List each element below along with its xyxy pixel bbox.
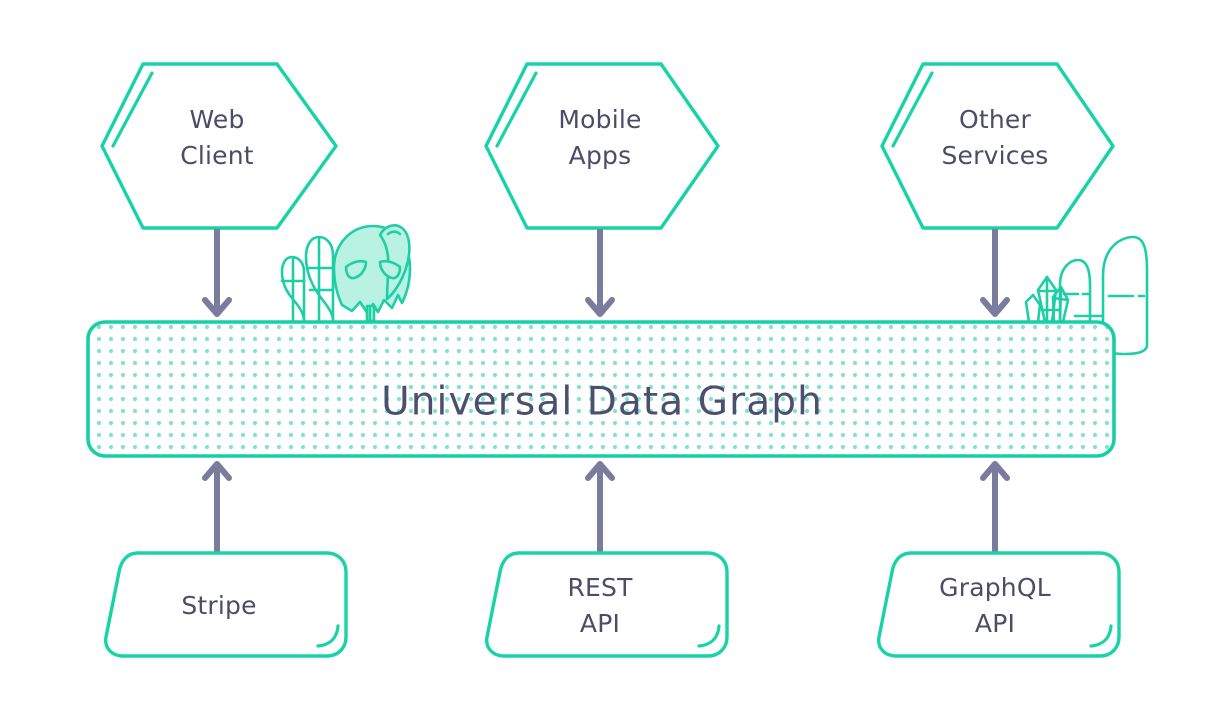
node-graphql-api-label-line1: GraphQL — [939, 573, 1051, 602]
node-rest-api-label-line2: API — [580, 609, 620, 638]
arrow-down-web-client — [202, 229, 232, 317]
node-other-services[interactable]: Other Services — [880, 62, 1115, 230]
universal-data-graph-band: Universal Data Graph — [86, 320, 1116, 458]
node-rest-api-label-line1: REST — [567, 573, 633, 602]
node-web-client-label-line1: Web — [189, 105, 244, 134]
arrow-down-mobile-apps — [585, 229, 615, 317]
arrow-up-graphql-api — [980, 461, 1010, 552]
node-mobile-apps-label-line2: Apps — [569, 141, 632, 170]
node-other-services-label-line2: Services — [941, 141, 1048, 170]
node-graphql-api-label-line2: API — [975, 609, 1015, 638]
node-mobile-apps-label-line1: Mobile — [558, 105, 641, 134]
node-rest-api[interactable]: REST API — [485, 551, 729, 658]
node-web-client[interactable]: Web Client — [100, 62, 338, 230]
node-stripe-label-line1: Stripe — [181, 591, 256, 620]
node-graphql-api[interactable]: GraphQL API — [877, 551, 1121, 658]
band-title: Universal Data Graph — [381, 380, 823, 425]
node-web-client-label-line2: Client — [180, 141, 254, 170]
arrow-up-stripe — [202, 461, 232, 552]
arrow-up-rest-api — [585, 461, 615, 552]
node-mobile-apps[interactable]: Mobile Apps — [484, 62, 720, 230]
node-stripe[interactable]: Stripe — [104, 551, 348, 658]
arrow-down-other-services — [980, 229, 1010, 317]
alien-creature-decoration — [280, 224, 412, 323]
node-other-services-label-line1: Other — [959, 105, 1032, 134]
